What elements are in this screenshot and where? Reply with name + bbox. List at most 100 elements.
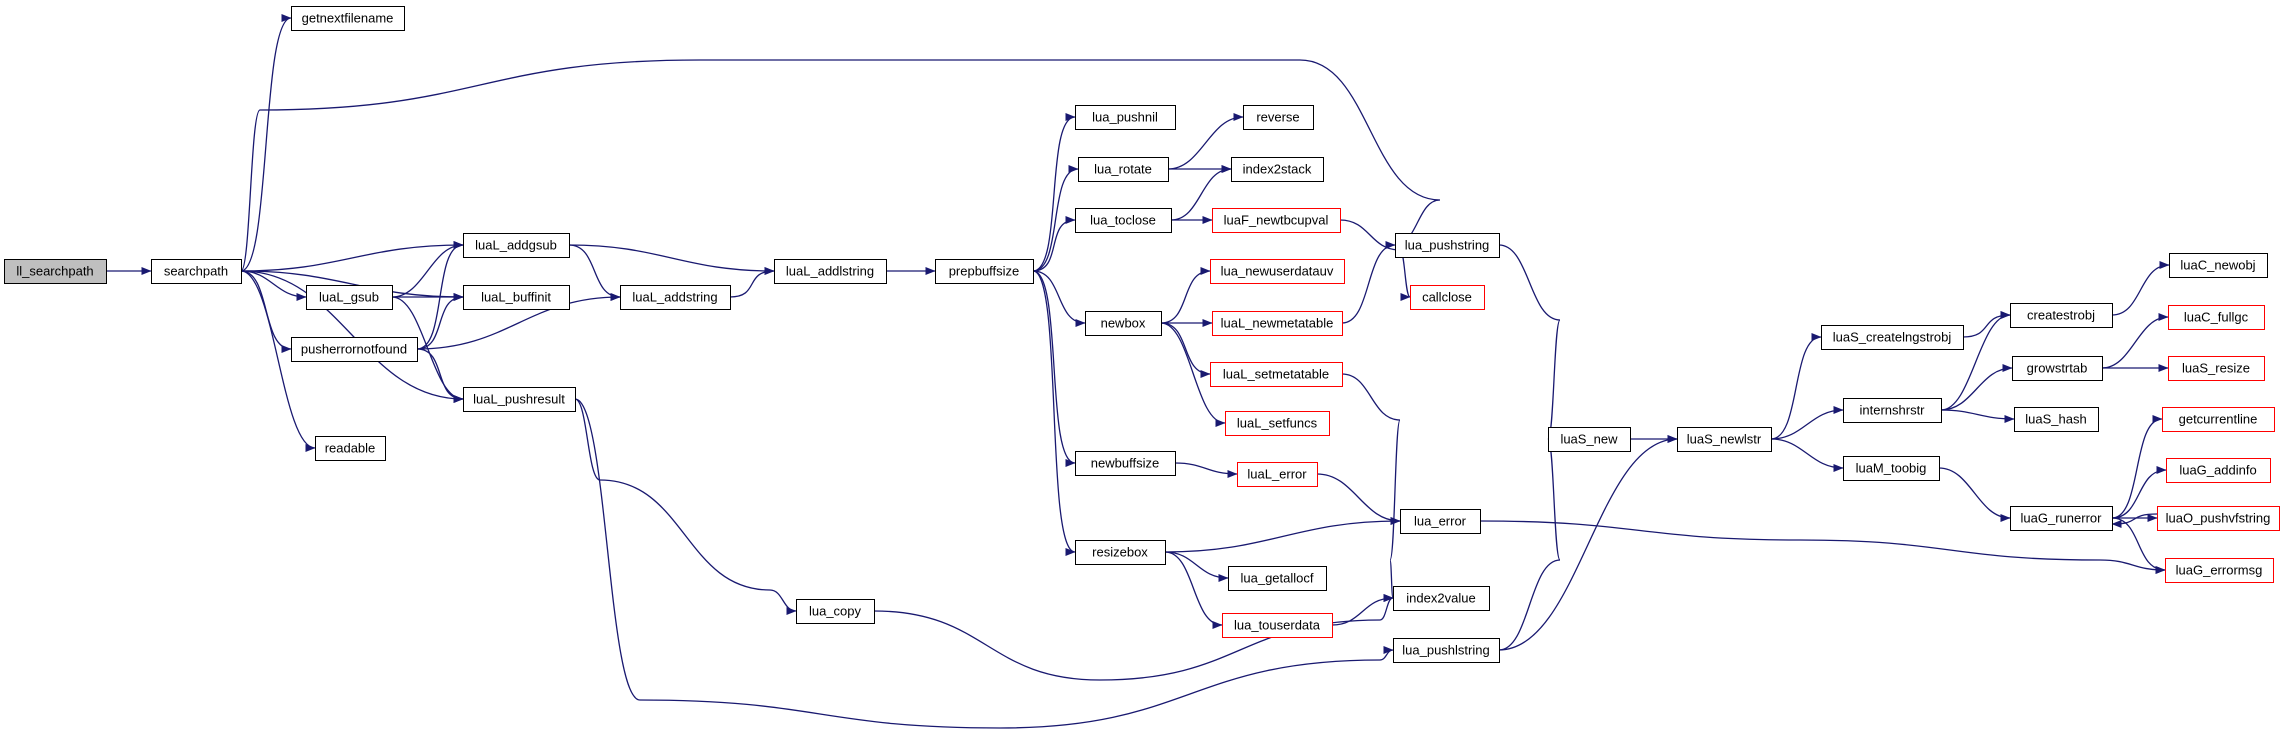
node-box-lua_getallocf	[1228, 566, 1327, 591]
edge-luaL_error-to-lua_error	[1316, 473, 1401, 525]
node-lua_copy[interactable]: lua_copy	[796, 599, 875, 624]
node-lua_pushstring[interactable]: lua_pushstring	[1395, 233, 1500, 258]
node-luaL_buffinit[interactable]: luaL_buffinit	[463, 285, 570, 310]
node-label-luaG_runerror: luaG_runerror	[2021, 511, 2103, 526]
edge-prepbuffsize-to-newbox	[1032, 270, 1086, 327]
node-box-luaL_addlstring	[774, 259, 887, 284]
node-searchpath[interactable]: searchpath	[151, 259, 242, 284]
edge-luaS_newlstr-to-internshrstr	[1770, 406, 1844, 440]
node-label-luaL_buffinit: luaL_buffinit	[481, 290, 551, 305]
node-getnextfilename[interactable]: getnextfilename	[291, 6, 405, 31]
node-box-luaL_pushresult	[463, 387, 576, 412]
node-label-luaG_addinfo: luaG_addinfo	[2179, 463, 2256, 478]
node-box-luaM_toobig	[1843, 456, 1940, 481]
node-label-luaL_addlstring: luaL_addlstring	[786, 264, 874, 279]
node-label-readable: readable	[325, 441, 376, 456]
node-resizebox[interactable]: resizebox	[1075, 540, 1166, 565]
node-luaF_newtbcupval[interactable]: luaF_newtbcupval	[1212, 208, 1341, 233]
edge-newbox-to-luaL_setfuncs	[1160, 322, 1226, 427]
node-box-luaL_addstring	[620, 285, 731, 310]
node-box-luaS_new	[1548, 427, 1631, 452]
node-luaL_addgsub[interactable]: luaL_addgsub	[463, 233, 570, 258]
node-luaS_resize[interactable]: luaS_resize	[2168, 356, 2265, 381]
node-callclose[interactable]: callclose	[1410, 285, 1485, 310]
node-luaL_addstring[interactable]: luaL_addstring	[620, 285, 731, 310]
node-luaL_pushresult[interactable]: luaL_pushresult	[463, 387, 576, 412]
node-box-lua_newuserdatauv	[1210, 259, 1345, 284]
node-luaM_toobig[interactable]: luaM_toobig	[1843, 456, 1940, 481]
node-box-lua_pushlstring	[1393, 638, 1500, 663]
node-luaL_error[interactable]: luaL_error	[1237, 462, 1318, 487]
node-label-callclose: callclose	[1422, 290, 1472, 305]
node-lua_toclose[interactable]: lua_toclose	[1075, 208, 1172, 233]
node-luaG_addinfo[interactable]: luaG_addinfo	[2166, 458, 2271, 483]
node-box-luaO_pushvfstring	[2157, 506, 2280, 531]
node-reverse[interactable]: reverse	[1243, 105, 1314, 130]
node-lua_newuserdatauv[interactable]: lua_newuserdatauv	[1210, 259, 1345, 284]
node-readable[interactable]: readable	[315, 436, 386, 461]
node-luaL_addlstring[interactable]: luaL_addlstring	[774, 259, 887, 284]
edge-internshrstr-to-growstrtab	[1940, 364, 2013, 411]
node-luaC_fullgc[interactable]: luaC_fullgc	[2168, 305, 2265, 330]
node-luaL_setmetatable[interactable]: luaL_setmetatable	[1210, 362, 1343, 387]
node-label-luaL_error: luaL_error	[1247, 467, 1307, 482]
node-newbuffsize[interactable]: newbuffsize	[1075, 451, 1176, 476]
node-label-luaF_newtbcupval: luaF_newtbcupval	[1224, 213, 1329, 228]
edge-luaL_gsub-to-luaL_addgsub	[391, 241, 464, 298]
node-box-lua_rotate	[1078, 157, 1169, 182]
node-lua_rotate[interactable]: lua_rotate	[1078, 157, 1169, 182]
edge-prepbuffsize-to-lua_toclose	[1032, 216, 1076, 272]
node-luaS_newlstr[interactable]: luaS_newlstr	[1677, 427, 1772, 452]
node-box-resizebox	[1075, 540, 1166, 565]
node-pusherrornotfound[interactable]: pusherrornotfound	[291, 337, 418, 362]
node-box-readable	[315, 436, 386, 461]
node-index2value[interactable]: index2value	[1393, 586, 1490, 611]
node-luaG_runerror[interactable]: luaG_runerror	[2010, 506, 2113, 531]
node-box-ll_searchpath	[4, 259, 107, 284]
node-luaL_setfuncs[interactable]: luaL_setfuncs	[1225, 411, 1330, 436]
node-label-index2value: index2value	[1406, 591, 1475, 606]
node-label-luaL_addgsub: luaL_addgsub	[475, 238, 557, 253]
node-label-luaS_createlngstrobj: luaS_createlngstrobj	[1833, 330, 1952, 345]
node-luaO_pushvfstring[interactable]: luaO_pushvfstring	[2157, 506, 2280, 531]
node-luaS_createlngstrobj[interactable]: luaS_createlngstrobj	[1821, 325, 1964, 350]
node-box-luaC_newobj	[2169, 253, 2268, 278]
node-label-luaS_new: luaS_new	[1560, 432, 1618, 447]
node-prepbuffsize[interactable]: prepbuffsize	[935, 259, 1034, 284]
node-luaC_newobj[interactable]: luaC_newobj	[2169, 253, 2268, 278]
edge-newbox-to-luaL_setmetatable	[1160, 322, 1211, 378]
node-box-searchpath	[151, 259, 242, 284]
node-luaL_gsub[interactable]: luaL_gsub	[306, 285, 393, 310]
node-newbox[interactable]: newbox	[1085, 311, 1162, 336]
node-box-luaG_runerror	[2010, 506, 2113, 531]
node-label-getcurrentline: getcurrentline	[2179, 412, 2258, 427]
node-lua_error[interactable]: lua_error	[1400, 509, 1481, 534]
node-luaG_errormsg[interactable]: luaG_errormsg	[2165, 558, 2274, 583]
node-label-luaS_resize: luaS_resize	[2182, 361, 2250, 376]
node-luaS_new[interactable]: luaS_new	[1548, 427, 1631, 452]
node-lua_touserdata[interactable]: lua_touserdata	[1222, 613, 1333, 638]
node-lua_getallocf[interactable]: lua_getallocf	[1228, 566, 1327, 591]
node-box-internshrstr	[1843, 398, 1942, 423]
node-growstrtab[interactable]: growstrtab	[2012, 356, 2103, 381]
node-label-lua_pushstring: lua_pushstring	[1405, 238, 1490, 253]
edge-luaL_addgsub-to-luaL_addstring	[568, 244, 621, 301]
edge-searchpath-to-lua_pushstring	[240, 59, 1441, 272]
node-getcurrentline[interactable]: getcurrentline	[2162, 407, 2275, 432]
node-label-luaL_setfuncs: luaL_setfuncs	[1237, 416, 1318, 431]
node-ll_searchpath[interactable]: ll_searchpath	[4, 259, 107, 284]
node-createstrobj[interactable]: createstrobj	[2010, 303, 2113, 328]
node-luaL_newmetatable[interactable]: luaL_newmetatable	[1212, 311, 1343, 336]
node-luaS_hash[interactable]: luaS_hash	[2014, 407, 2099, 432]
node-box-getnextfilename	[291, 6, 405, 31]
node-label-luaL_pushresult: luaL_pushresult	[473, 392, 565, 407]
edge-searchpath-to-luaL_addgsub	[240, 241, 464, 272]
node-index2stack[interactable]: index2stack	[1231, 157, 1324, 182]
node-lua_pushlstring[interactable]: lua_pushlstring	[1393, 638, 1500, 663]
edge-prepbuffsize-to-lua_pushnil	[1032, 113, 1076, 272]
node-box-luaL_addgsub	[463, 233, 570, 258]
node-lua_pushnil[interactable]: lua_pushnil	[1075, 105, 1176, 130]
node-internshrstr[interactable]: internshrstr	[1843, 398, 1942, 423]
node-label-reverse: reverse	[1256, 110, 1299, 125]
node-box-pusherrornotfound	[291, 337, 418, 362]
